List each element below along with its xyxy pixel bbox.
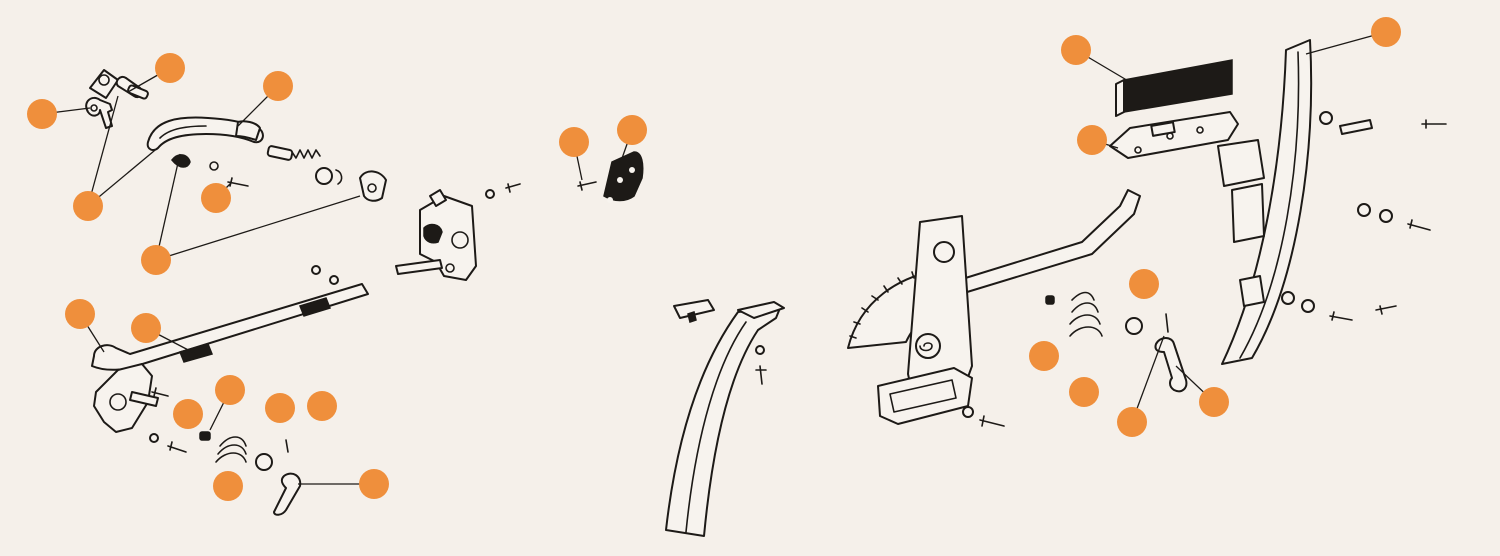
callout-marker-10[interactable] bbox=[131, 313, 161, 343]
handle-spring bbox=[199, 431, 247, 463]
door-striker-plate bbox=[603, 151, 644, 203]
window-guide-rail bbox=[1217, 39, 1313, 365]
callout-marker-14[interactable] bbox=[307, 391, 337, 421]
plunger-spring bbox=[209, 145, 343, 185]
callout-marker-11[interactable] bbox=[173, 399, 203, 429]
door-lock-mechanism bbox=[395, 189, 477, 281]
callout-marker-16[interactable] bbox=[359, 469, 389, 499]
glass-lift-channel bbox=[1109, 111, 1239, 159]
left-door-lock-assembly bbox=[85, 69, 644, 516]
glass-weatherstrip bbox=[1115, 59, 1233, 117]
leader-line bbox=[155, 153, 181, 261]
remote-bolt bbox=[167, 441, 187, 453]
handle-bracket bbox=[359, 170, 387, 202]
callout-marker-24[interactable] bbox=[1117, 407, 1147, 437]
handle-pin bbox=[285, 439, 289, 453]
rod-washer bbox=[329, 275, 339, 285]
callout-markers bbox=[27, 17, 1401, 501]
guide-rail-fasteners bbox=[1281, 111, 1447, 321]
callout-marker-9[interactable] bbox=[65, 299, 95, 329]
remote-nut bbox=[149, 433, 159, 443]
callout-marker-21[interactable] bbox=[1029, 341, 1059, 371]
callout-marker-5[interactable] bbox=[201, 183, 231, 213]
callout-marker-13[interactable] bbox=[265, 393, 295, 423]
callout-marker-12[interactable] bbox=[215, 375, 245, 405]
inside-door-handle bbox=[273, 472, 302, 516]
outside-door-handle bbox=[146, 116, 264, 151]
lock-screw bbox=[505, 183, 521, 193]
callout-marker-19[interactable] bbox=[1371, 17, 1401, 47]
callout-marker-6[interactable] bbox=[141, 245, 171, 275]
rod-nut bbox=[311, 265, 321, 275]
remote-control-mechanism bbox=[93, 363, 159, 433]
handle-screw bbox=[227, 177, 249, 187]
leader-line bbox=[1131, 335, 1165, 423]
door-keys bbox=[85, 69, 119, 129]
center-glass-channel bbox=[665, 299, 785, 537]
callout-marker-7[interactable] bbox=[559, 127, 589, 157]
callout-marker-17[interactable] bbox=[1061, 35, 1091, 65]
lock-nut bbox=[485, 189, 495, 199]
remote-control-rod bbox=[91, 283, 369, 371]
callout-marker-2[interactable] bbox=[27, 99, 57, 129]
leader-line bbox=[87, 145, 161, 207]
callout-marker-4[interactable] bbox=[73, 191, 103, 221]
callout-marker-22[interactable] bbox=[1069, 377, 1099, 407]
lock-barrel bbox=[115, 76, 149, 100]
callout-marker-23[interactable] bbox=[1199, 387, 1229, 417]
window-winder-handle bbox=[1154, 337, 1188, 393]
handle-escutcheon bbox=[255, 453, 273, 471]
callout-marker-18[interactable] bbox=[1077, 125, 1107, 155]
striker-screw bbox=[577, 181, 597, 191]
window-regulator-assembly bbox=[847, 189, 1141, 427]
callout-marker-3[interactable] bbox=[263, 71, 293, 101]
handle-pad bbox=[171, 154, 191, 168]
callout-marker-15[interactable] bbox=[213, 471, 243, 501]
callout-marker-20[interactable] bbox=[1129, 269, 1159, 299]
regulator-handle-parts bbox=[1045, 291, 1169, 337]
leader-line bbox=[155, 195, 361, 261]
callout-marker-1[interactable] bbox=[155, 53, 185, 83]
callout-marker-8[interactable] bbox=[617, 115, 647, 145]
leader-line bbox=[87, 95, 119, 207]
remote-screw bbox=[151, 387, 169, 397]
